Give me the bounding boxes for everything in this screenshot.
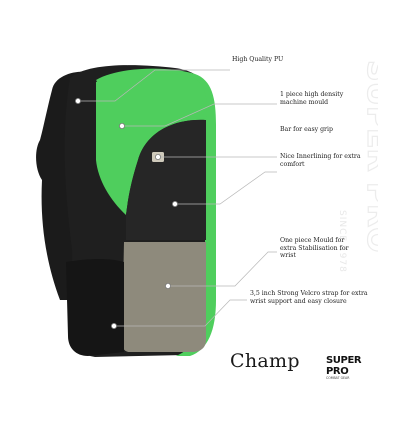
brand-name: SUPER PRO [326, 355, 362, 377]
product-name: Champ [230, 350, 300, 372]
callout-dot-pu [75, 98, 82, 105]
callout-label-velcro: 3,5 inch Strong Velcro strap for extra w… [250, 290, 368, 305]
brand-logo: SUPER PRO COMBAT GEAR [326, 355, 370, 380]
callout-dot-lining [171, 200, 178, 207]
callout-dot-grip [154, 153, 161, 160]
callout-label-wrist: One piece Mould for extra Stabilisation … [280, 237, 349, 260]
callout-line-lining [175, 171, 277, 205]
velcro-strap [66, 259, 124, 356]
callout-line-pu [78, 69, 230, 102]
callout-line-velcro [114, 299, 247, 327]
callout-label-grip: Bar for easy grip [280, 126, 333, 133]
callout-line-wrist [168, 251, 277, 287]
callout-dot-mould [119, 123, 126, 130]
glove-foam-mould [96, 72, 207, 215]
callout-dot-wrist [164, 282, 171, 289]
glove-innerlining [126, 119, 206, 240]
callout-line-mould [122, 103, 277, 127]
callout-label-mould: 1 piece high density machine mould [280, 91, 344, 106]
callout-label-pu: High Quality PU [232, 56, 284, 63]
callout-dot-velcro [111, 322, 118, 329]
brand-subtitle: COMBAT GEAR [326, 376, 350, 380]
wrist-mould [122, 242, 206, 352]
watermark-text: SUPER PRO [360, 60, 378, 253]
brand-watermark: SUPER PRO SINCE 1978 [338, 60, 378, 273]
watermark-since: SINCE 1978 [338, 210, 347, 273]
callout-label-lining: Nice Innerlining for extra comfort [280, 153, 361, 168]
